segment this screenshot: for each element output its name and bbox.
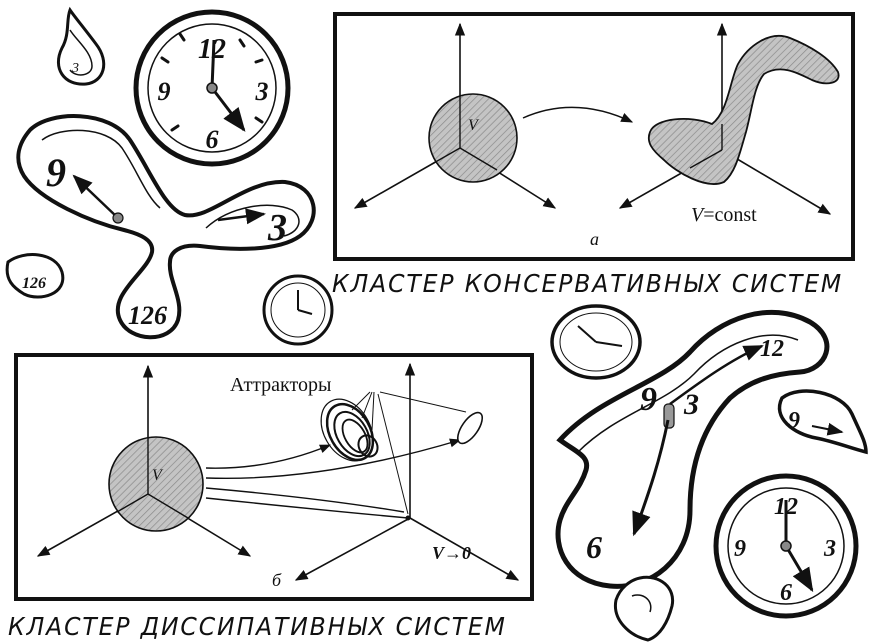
svg-text:126: 126: [22, 275, 46, 292]
invariant-label: V=const: [691, 204, 757, 226]
melting-right-12: 12: [760, 336, 784, 362]
panel-b: V: [16, 355, 532, 599]
clock-top: 12 3 6 9: [136, 12, 288, 164]
clock-top-6: 6: [206, 125, 219, 154]
clock-br-9: 9: [734, 536, 746, 562]
clock-small-right: [552, 306, 640, 378]
phase-volume-ball-a: [429, 94, 517, 182]
clock-bottom-right: 12 3 6 9: [716, 476, 856, 616]
clock-br-3: 3: [823, 536, 836, 562]
caption-conservative: КЛАСТЕР КОНСЕРВАТИВНЫХ СИСТЕМ: [332, 269, 843, 298]
drip-clock-bottom: [615, 577, 672, 640]
svg-text:3: 3: [71, 61, 79, 76]
melting-right-9: 9: [640, 381, 657, 418]
phase-volume-ball-b: [109, 437, 203, 531]
panel-a: V V=const a: [335, 14, 853, 259]
melting-right-6: 6: [586, 529, 602, 565]
clock-br-6: 6: [780, 580, 792, 606]
caption-dissipative: КЛАСТЕР ДИССИПАТИВНЫХ СИСТЕМ: [8, 612, 507, 641]
melting-clock-126: 126: [128, 301, 167, 330]
panel-letter-b: б: [272, 570, 282, 590]
attractors-label: Аттракторы: [230, 374, 331, 396]
clock-top-3: 3: [255, 77, 269, 106]
drip-clock-top-left: 3: [58, 10, 103, 84]
drip-clock-small-left: 126: [7, 255, 63, 297]
clock-small-middle: [264, 276, 332, 344]
drip-clock-right: 9: [780, 391, 866, 452]
svg-text:9: 9: [788, 408, 800, 434]
clock-top-9: 9: [158, 77, 171, 106]
panel-letter-a: a: [590, 229, 599, 249]
melting-clock-9: 9: [46, 150, 66, 195]
limit-label: V→0: [432, 543, 471, 563]
melting-clock-3: 3: [267, 207, 287, 249]
fixed-point: [406, 516, 411, 521]
